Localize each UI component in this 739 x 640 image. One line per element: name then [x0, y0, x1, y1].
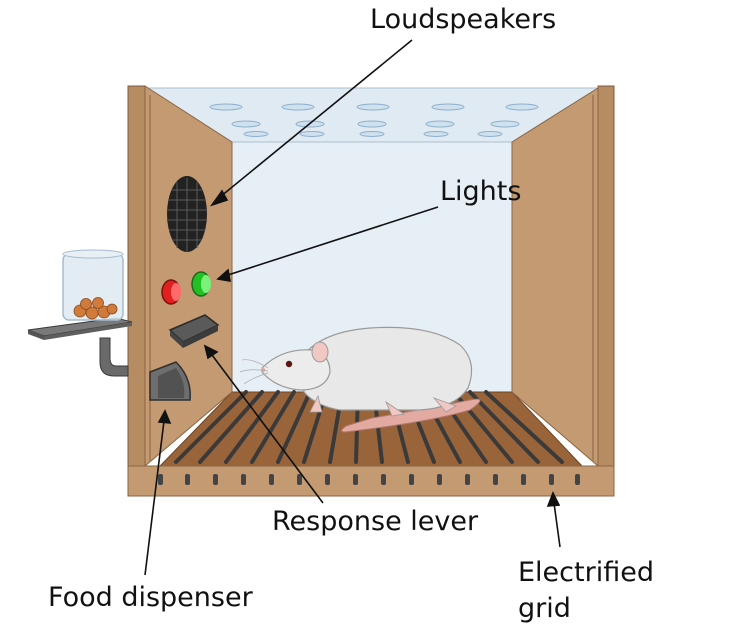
loudspeaker: [167, 176, 207, 252]
right-wall: [511, 85, 615, 471]
label-response-lever: Response lever: [272, 506, 479, 537]
glass-lid: [141, 87, 600, 143]
base-frame: [127, 465, 615, 497]
pellet-reservoir: [27, 249, 133, 377]
food-dispenser-cup: [149, 361, 191, 401]
annotation-arrows: [144, 39, 561, 576]
label-electrified-grid-line1: Electrified: [518, 557, 654, 588]
label-electrified-grid-line2: grid: [518, 593, 571, 624]
stimulus-lights: [161, 271, 211, 305]
label-food-dispenser: Food dispenser: [48, 582, 253, 613]
response-lever: [168, 314, 220, 348]
label-loudspeakers: Loudspeakers: [370, 4, 557, 35]
rat: [239, 326, 481, 433]
label-lights: Lights: [440, 176, 522, 207]
label-electrified-grid: Electrified grid: [518, 555, 654, 627]
